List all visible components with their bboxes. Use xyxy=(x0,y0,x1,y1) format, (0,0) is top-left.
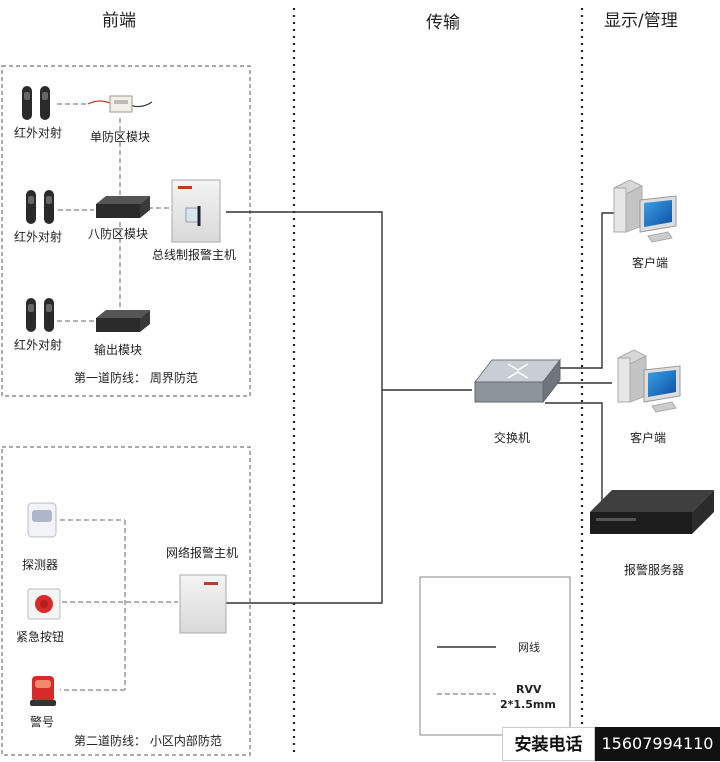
detector-icon xyxy=(27,502,57,538)
label-ir-beam-3: 红外对射 xyxy=(14,338,63,352)
label-output-module: 输出模块 xyxy=(94,343,143,357)
label-alarm-server: 报警服务器 xyxy=(624,563,685,577)
bus-alarm-host-icon xyxy=(171,179,221,243)
header-display-management: 显示/管理 xyxy=(604,11,678,31)
label-emergency-button: 紧急按钮 xyxy=(16,630,65,644)
label-siren: 警号 xyxy=(30,715,55,729)
ir-beam-icon-1 xyxy=(22,86,50,120)
alarm-server-icon xyxy=(590,490,714,534)
siren-icon xyxy=(30,676,56,706)
caption-second-defense-line: 第二道防线： 小区内部防范 xyxy=(74,734,222,748)
label-eight-zone-module: 八防区模块 xyxy=(88,227,149,241)
single-zone-module-icon xyxy=(87,95,153,113)
emergency-button-icon xyxy=(27,588,61,620)
zone1-box xyxy=(1,65,251,397)
ir-beam-icon-3 xyxy=(26,298,54,332)
zone2-box xyxy=(1,446,251,756)
label-client-2: 客户端 xyxy=(630,431,667,445)
switch-icon xyxy=(473,358,562,404)
eight-zone-module-icon xyxy=(96,196,150,218)
client-pc-icon-2 xyxy=(616,349,681,413)
contact-banner: 安装电话 15607994110 xyxy=(502,727,720,761)
cable-switch-to-client-1 xyxy=(540,212,622,369)
legend-network-cable-label: 网线 xyxy=(518,641,540,654)
output-module-icon xyxy=(96,310,150,332)
label-network-alarm-host: 网络报警主机 xyxy=(166,546,239,560)
legend-box xyxy=(419,576,571,736)
cable-network-host-to-switch xyxy=(226,390,383,604)
header-transmission: 传输 xyxy=(426,13,460,33)
label-single-zone-module: 单防区模块 xyxy=(90,130,151,144)
contact-phone: 15607994110 xyxy=(595,727,720,761)
label-bus-alarm-host: 总线制报警主机 xyxy=(152,248,237,262)
label-client-1: 客户端 xyxy=(632,256,669,270)
label-ir-beam-1: 红外对射 xyxy=(14,126,63,140)
ir-beam-icon-2 xyxy=(26,190,54,224)
label-ir-beam-2: 红外对射 xyxy=(14,230,63,244)
client-pc-icon-1 xyxy=(612,179,677,243)
cable-bus-host-to-switch xyxy=(226,211,472,391)
label-detector: 探测器 xyxy=(22,558,59,572)
legend-rvv-spec-label: 2*1.5mm xyxy=(500,698,556,711)
contact-label: 安装电话 xyxy=(502,727,595,761)
cable-switch-to-server xyxy=(545,402,603,512)
legend-rvv-label: RVV xyxy=(516,683,542,696)
network-alarm-host-icon xyxy=(179,574,227,634)
caption-first-defense-line: 第一道防线： 周界防范 xyxy=(74,371,198,385)
label-switch: 交换机 xyxy=(494,431,531,445)
header-frontend: 前端 xyxy=(102,11,136,31)
